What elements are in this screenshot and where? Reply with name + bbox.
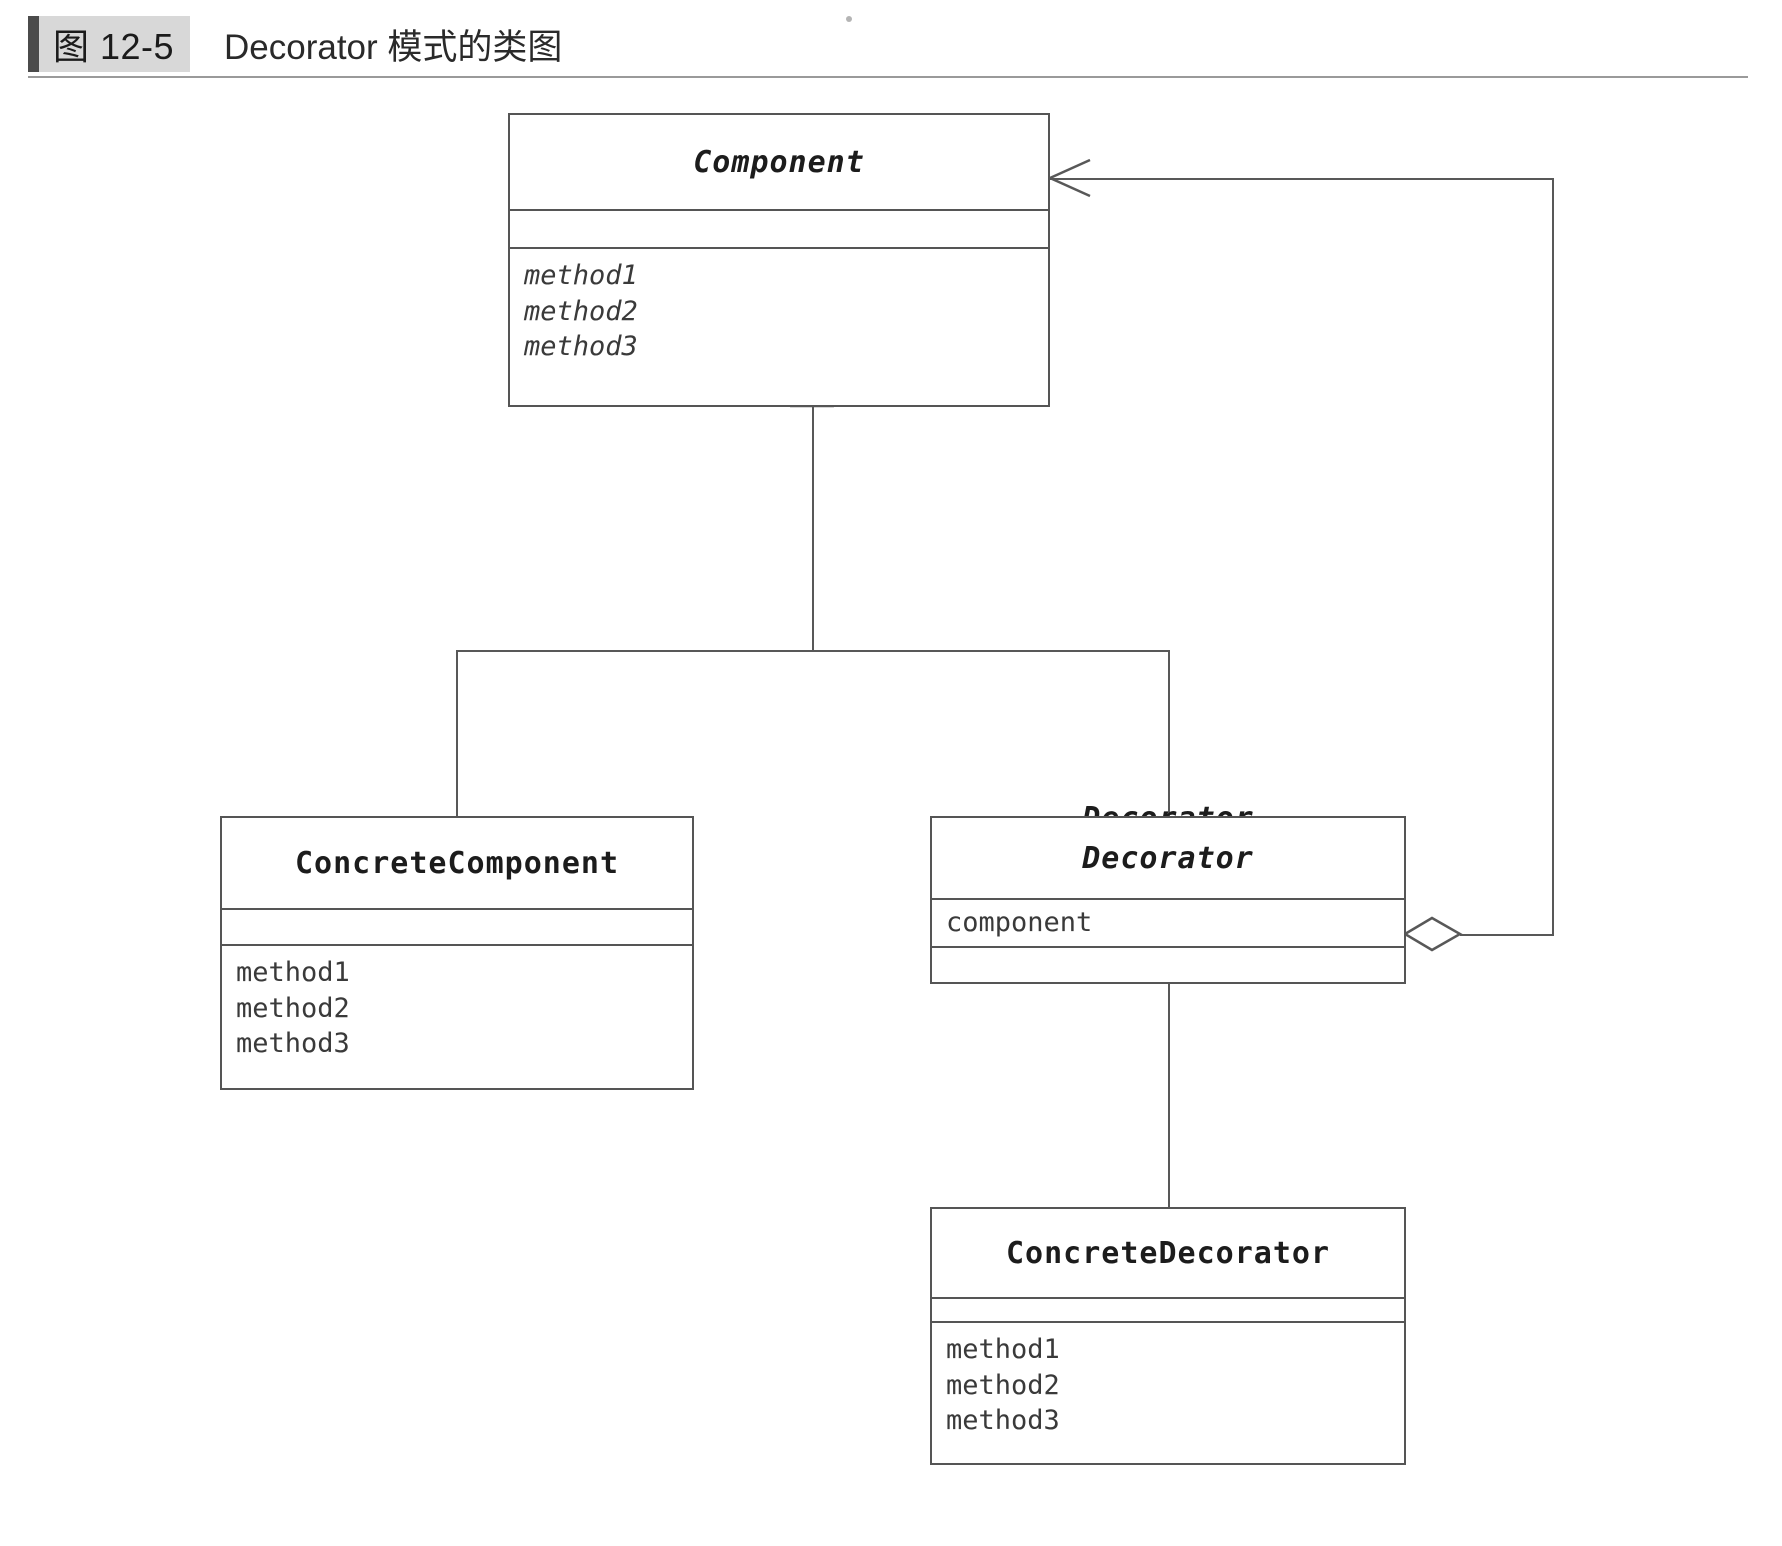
class-operations-concrete-decorator: method1 method2 method3 [932,1323,1404,1449]
scan-speck [846,16,852,22]
class-name-concrete-decorator: ConcreteDecorator [932,1209,1404,1299]
class-operations-concrete-component: method1 method2 method3 [222,946,692,1072]
figure-number-badge: 图 12-5 [28,16,191,72]
operation-row: method3 [524,331,638,363]
generalization-trunk-component [812,407,814,651]
aggregation-diamond-icon [1402,916,1463,952]
class-attributes-component [510,211,1048,249]
operation-row: method2 [946,1369,1060,1401]
class-attributes-concrete-component [222,910,692,946]
attribute-row: component [946,907,1093,938]
class-box-decorator-lower[interactable]: component [930,898,1406,984]
class-box-concrete-component[interactable]: ConcreteComponent method1 method2 method… [220,816,694,1090]
class-operations-component: method1 method2 method3 [510,249,1048,375]
generalization-branch-concrete-component [456,650,458,817]
class-name-concrete-component: ConcreteComponent [222,818,692,910]
class-name-component: Component [510,115,1048,211]
operation-row: method1 [236,957,350,988]
class-operations-decorator [932,948,1404,982]
class-box-concrete-decorator[interactable]: ConcreteDecorator method1 method2 method… [930,1207,1406,1465]
figure-caption: 图 12-5 Decorator 模式的类图 [28,16,1748,78]
generalization-fork-bar [456,650,1170,652]
caption-tick-icon [28,16,39,72]
operation-row: method3 [236,1028,350,1060]
class-attributes-concrete-decorator [932,1299,1404,1323]
aggregation-segment-top [1050,178,1554,180]
figure-number: 图 12-5 [53,26,175,67]
operation-row: method2 [236,992,350,1024]
generalization-branch-decorator [1168,650,1170,817]
aggregation-segment-bottom [1460,934,1554,936]
aggregation-segment-right [1552,178,1554,935]
operation-row: method1 [946,1334,1060,1365]
generalization-line-concrete-decorator [1168,918,1170,1208]
class-box-component[interactable]: Component method1 method2 method3 [508,113,1050,407]
class-name-decorator-label: Decorator [932,818,1404,900]
caption-divider [28,76,1748,78]
operation-row: method3 [946,1405,1060,1437]
operation-row: method1 [524,260,638,291]
operation-row: method2 [524,295,638,327]
figure-title: Decorator 模式的类图 [224,28,563,67]
class-attribute-component-row: component [932,900,1404,948]
